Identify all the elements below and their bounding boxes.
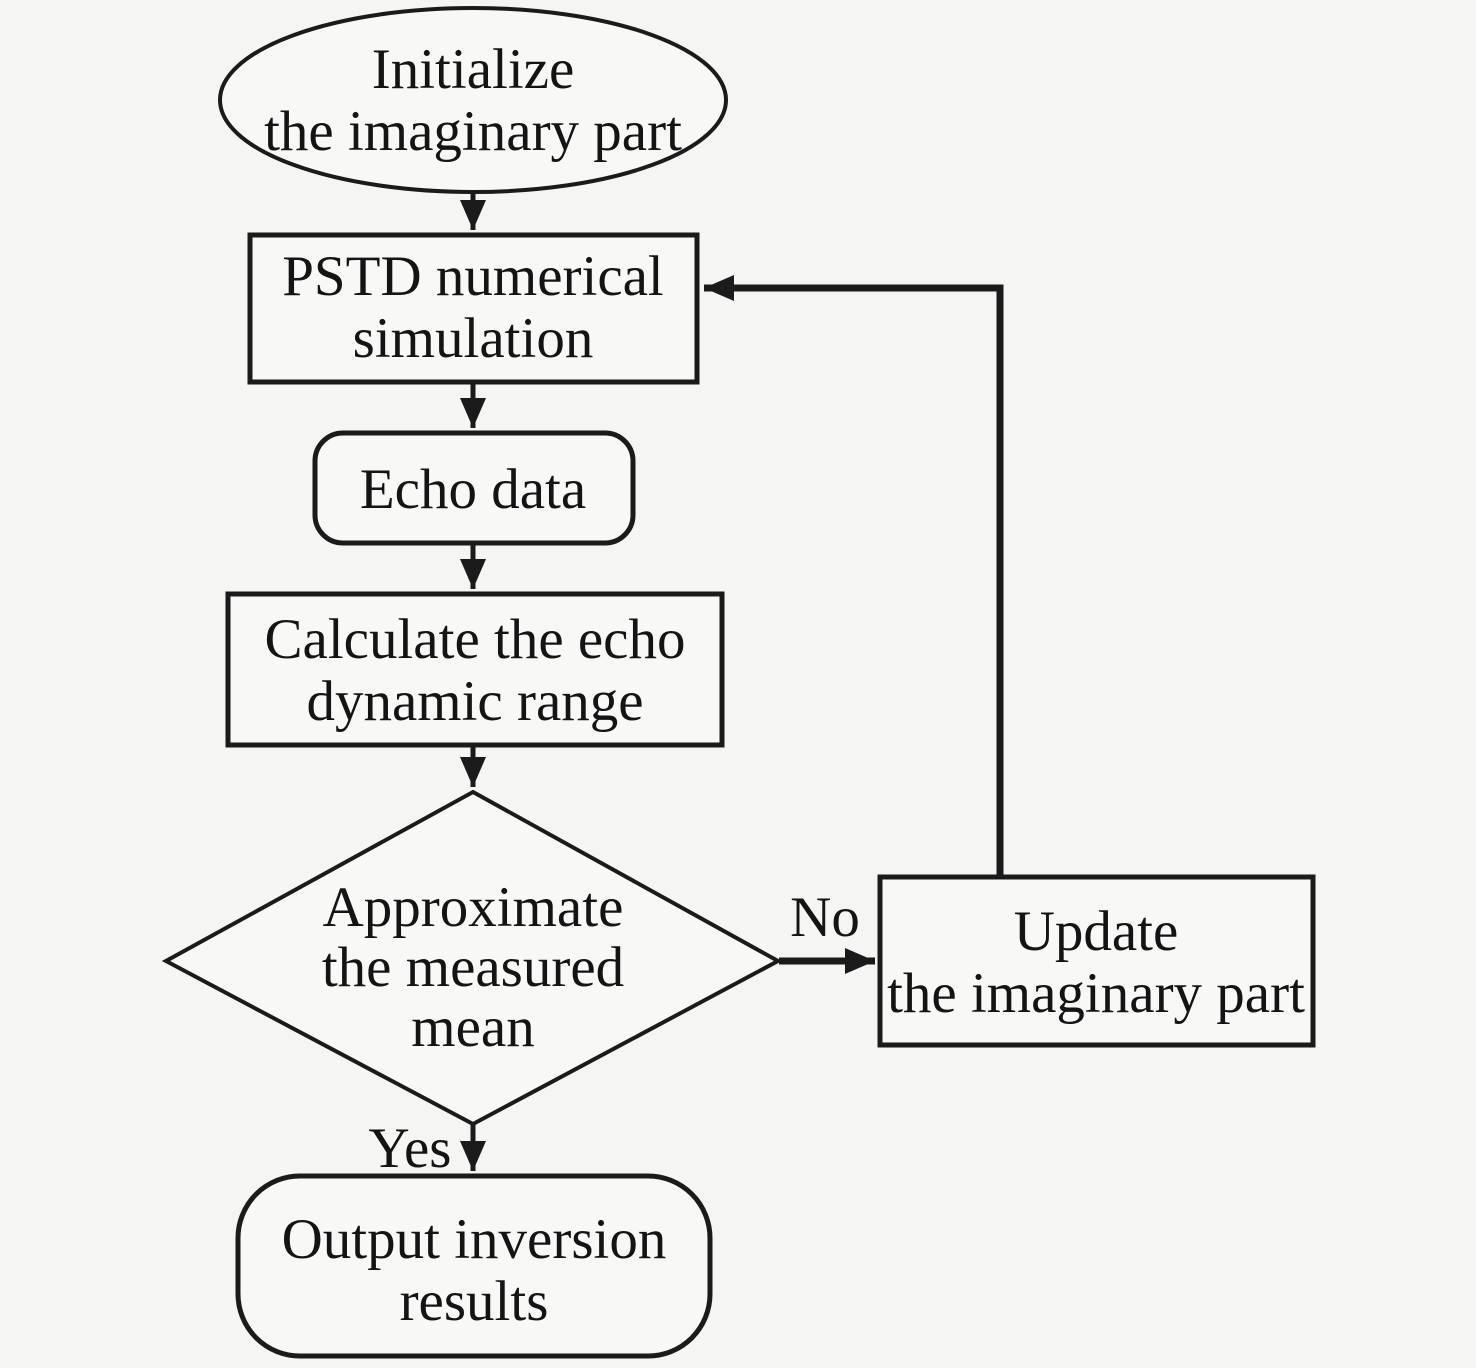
node-output: Output inversion results [235,1173,713,1359]
edge-label-no: No [790,886,860,949]
echo-rounded-rect [312,430,636,546]
node-initialize: Initialize the imaginary part [218,6,728,194]
pstd-rect [247,232,700,385]
calculate-rect [225,591,725,748]
node-pstd: PSTD numerical simulation [247,232,700,385]
output-rounded-rect [235,1173,713,1359]
echo-label-line1: Echo data [360,458,586,521]
pstd-label-line2: simulation [353,307,594,370]
update-label-line2: the imaginary part [887,962,1305,1025]
decision-label-line1: Approximate [323,876,624,939]
calculate-label-line1: Calculate the echo [265,608,686,671]
node-calculate: Calculate the echo dynamic range [225,591,725,748]
update-label-line1: Update [1014,900,1179,963]
pstd-label-line1: PSTD numerical [282,245,664,308]
initialize-label-line1: Initialize [372,38,575,101]
decision-diamond [161,789,783,1127]
node-update: Update the imaginary part [877,874,1316,1048]
decision-label-line3: mean [411,996,534,1059]
arrow-update-to-pstd-feedback [704,275,1004,877]
update-rect [877,874,1316,1048]
node-decision: Approximate the measured mean [161,789,783,1127]
output-label-line1: Output inversion [282,1208,667,1271]
initialize-label-line2: the imaginary part [264,100,682,163]
node-echo: Echo data [312,430,636,546]
calculate-label-line2: dynamic range [306,670,643,733]
initialize-ellipse [218,6,728,194]
output-label-line2: results [400,1270,549,1333]
decision-label-line2: the measured [322,936,624,999]
edge-label-yes: Yes [369,1117,452,1180]
